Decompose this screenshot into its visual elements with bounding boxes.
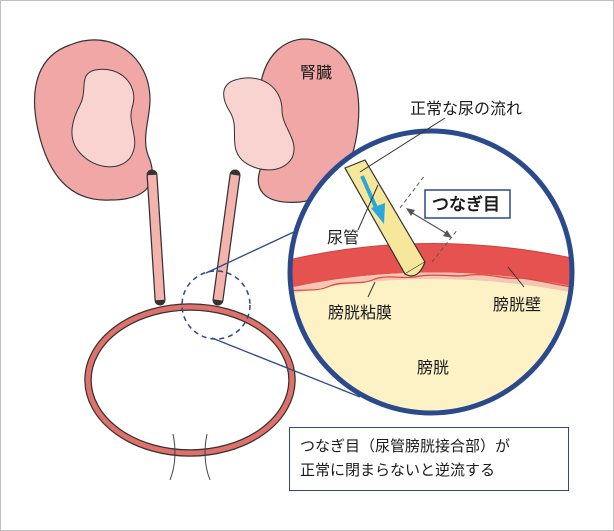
ureter-tip	[404, 261, 426, 277]
junction-arrowhead-a	[406, 208, 415, 216]
junction-arrowhead-b	[443, 230, 452, 238]
bladder-outline	[84, 303, 296, 457]
flow-arrow	[360, 175, 385, 224]
junction-label: つなぎ目	[432, 194, 500, 215]
junction-label-box	[424, 189, 511, 219]
ureter-label: 尿管	[327, 228, 359, 247]
left-ureter-fill	[147, 174, 165, 301]
caption-box: つなぎ目（尿管膀胱接合部）が 正常に閉まらないと逆流する	[289, 427, 569, 491]
left-kidney	[34, 39, 153, 201]
caption-line-2: 正常に閉まらないと逆流する	[300, 461, 496, 479]
urethra-right	[204, 433, 211, 481]
zoom-connector-bottom	[211, 337, 361, 398]
zoom-connector-top	[205, 230, 297, 274]
normal-flow-leader	[359, 117, 446, 173]
kidney-label: 腎臓	[300, 63, 332, 82]
normal-flow-label: 正常な尿の流れ	[410, 99, 522, 118]
bladder-label: 膀胱	[417, 358, 449, 377]
mucosa-label: 膀胱粘膜	[328, 303, 392, 322]
junction-guide-bottom	[431, 228, 459, 263]
junction-arrow	[408, 210, 450, 236]
urethra-left	[169, 433, 176, 481]
right-kidney	[223, 38, 360, 203]
wall-leader	[507, 266, 525, 288]
bladder-wall-label: 膀胱壁	[493, 295, 541, 314]
zoom-circle	[287, 128, 575, 416]
junction-marker	[181, 270, 251, 340]
ureter-leader	[357, 184, 379, 231]
mucosa-leader	[367, 281, 376, 298]
caption-line-1: つなぎ目（尿管膀胱接合部）が	[300, 437, 511, 455]
right-ureter-fill	[213, 174, 240, 301]
